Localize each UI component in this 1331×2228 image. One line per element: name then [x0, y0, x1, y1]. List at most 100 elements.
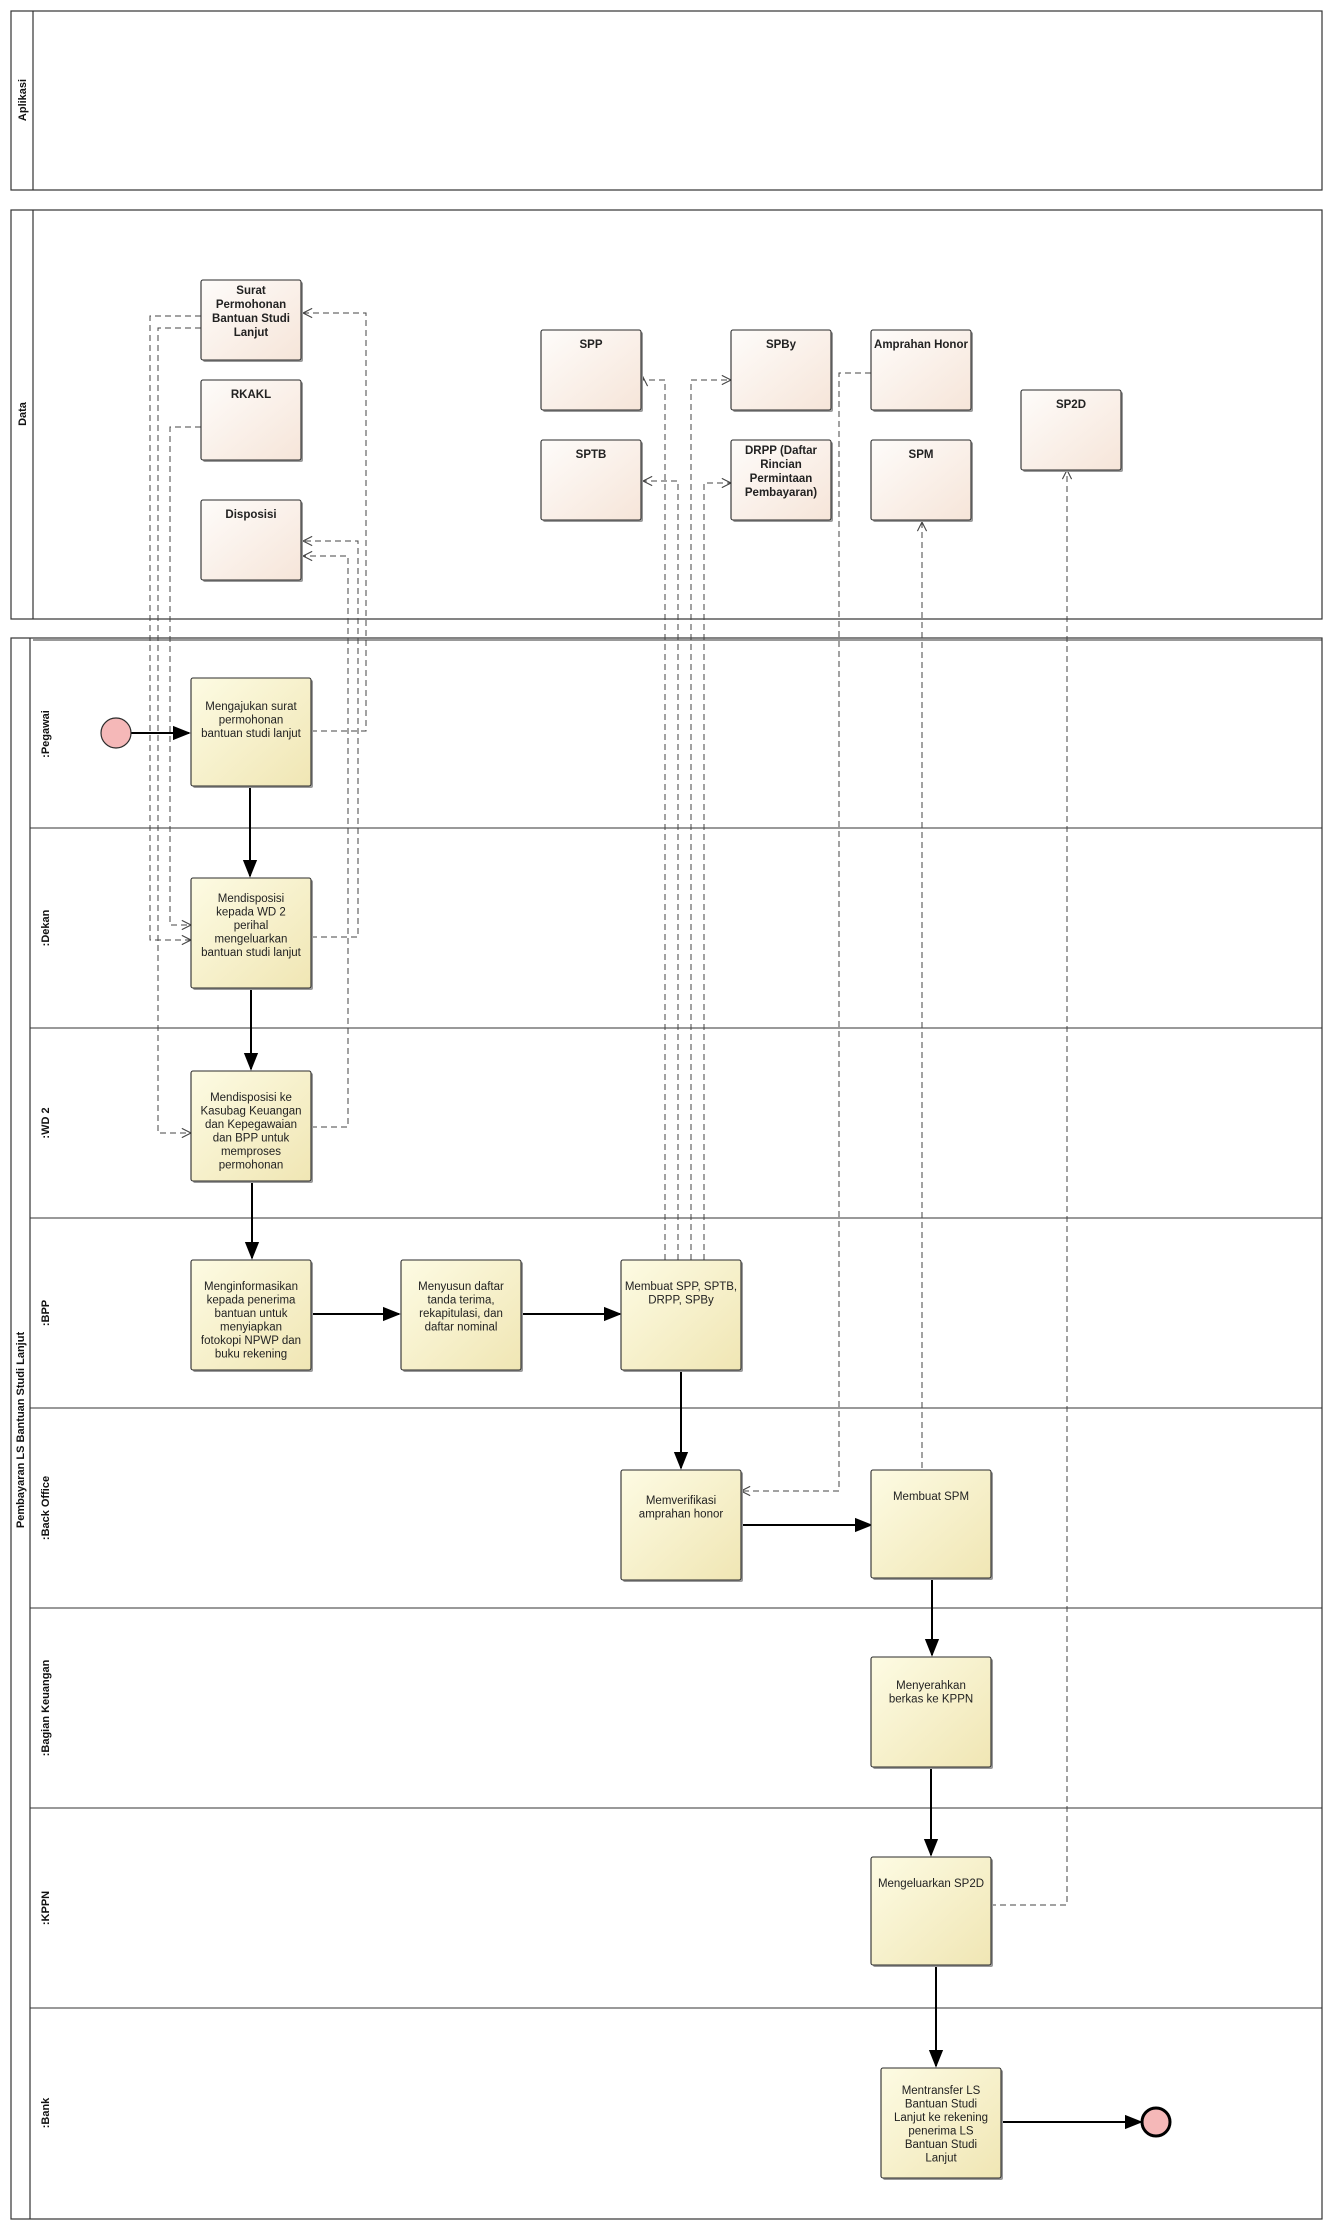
assoc-t6-to-drpp — [703, 483, 731, 1260]
task-t8: Membuat SPM — [870, 1469, 993, 1580]
box-shape — [870, 1856, 992, 1966]
box-label-line: Mendisposisi ke — [210, 1092, 292, 1104]
assoc-t2-to-disposisi — [303, 541, 359, 938]
data-object-spp: SPP — [540, 329, 643, 412]
start-event — [100, 717, 132, 749]
box-label-line: amprahan honor — [639, 1509, 724, 1521]
assoc-t3-to-disposisi — [303, 556, 349, 1128]
data-object-sptb: SPTB — [540, 439, 643, 522]
box-label-line: buku rekening — [215, 1349, 287, 1361]
box-label-line: Lanjut ke rekening — [894, 2112, 988, 2124]
box-label-line: memproses — [221, 1146, 281, 1158]
lane-label-bagian-keuangan: :Bagian Keuangan — [40, 1659, 52, 1756]
box-label-line: rekapitulasi, dan — [419, 1308, 503, 1320]
box-shape — [620, 1259, 742, 1371]
box-label-line: bantuan studi lanjut — [201, 728, 302, 740]
box-shape — [200, 499, 302, 581]
box-label-line: SP2D — [1056, 399, 1086, 411]
box-label-line: Membuat SPM — [893, 1491, 969, 1503]
box-label-line: berkas ke KPPN — [889, 1694, 973, 1706]
box-shape — [400, 1259, 522, 1371]
data-object-sp2d: SP2D — [1020, 389, 1123, 472]
lane-label-backoffice: :Back Office — [40, 1476, 52, 1540]
box-label-line: bantuan untuk — [215, 1308, 288, 1320]
lane-label-dekan: :Dekan — [40, 909, 52, 946]
box-label-line: Bantuan Studi — [905, 2099, 977, 2111]
lane-label-kppn: :KPPN — [40, 1891, 52, 1925]
box-label-line: tanda terima, — [427, 1295, 494, 1307]
box-shape — [200, 279, 302, 361]
pool-process: Pembayaran LS Bantuan Studi Lanjut — [10, 637, 1323, 2220]
box-shape — [880, 2067, 1002, 2179]
assoc-rkakl-to-t2 — [169, 426, 201, 925]
assoc-surat-to-t3 — [157, 327, 201, 1133]
box-shape — [730, 329, 832, 411]
box-label-line: Pembayaran) — [745, 487, 817, 499]
box-label-line: Mengajukan surat — [205, 701, 297, 713]
end-event — [1140, 2106, 1172, 2138]
box-label-line: Rincian — [760, 459, 802, 471]
box-label-line: Memverifikasi — [646, 1495, 716, 1507]
box-label-line: perihal — [234, 920, 269, 932]
box-label-line: bantuan studi lanjut — [201, 947, 302, 959]
box-shape — [620, 1469, 742, 1581]
box-label-line: dan BPP untuk — [213, 1133, 290, 1145]
box-label-line: SPP — [579, 339, 602, 351]
assoc-t1-to-surat — [303, 313, 367, 732]
box-label-line: daftar nominal — [425, 1322, 498, 1334]
box-label-line: Amprahan Honor — [874, 339, 968, 351]
box-label-line: permohonan — [219, 715, 284, 727]
box-shape — [730, 439, 832, 521]
box-shape — [190, 877, 312, 989]
data-object-disposisi: Disposisi — [200, 499, 303, 582]
box-label-line: DRPP (Daftar — [745, 445, 818, 457]
box-label-line: fotokopi NPWP dan — [201, 1335, 301, 1347]
box-label-line: Disposisi — [225, 509, 276, 521]
box-label-line: Membuat SPP, SPTB, — [625, 1281, 737, 1293]
box-shape — [190, 677, 312, 787]
box-shape — [870, 439, 972, 521]
box-label-line: Menyerahkan — [896, 1680, 966, 1692]
box-label-line: Mendisposisi — [218, 893, 284, 905]
associations — [149, 313, 1067, 1906]
assoc-t6-to-sptb — [643, 481, 679, 1260]
assoc-amprahan-to-t7 — [741, 372, 871, 1491]
assoc-surat-to-t2 — [149, 315, 201, 940]
box-label-line: penerima LS — [908, 2126, 974, 2138]
box-label-line: Permintaan — [750, 473, 813, 485]
box-shape — [540, 439, 642, 521]
box-shape — [870, 1469, 992, 1579]
assoc-t10-to-sp2d — [990, 470, 1067, 1906]
box-label-line: Mengeluarkan SP2D — [878, 1878, 984, 1890]
box-shape — [870, 329, 972, 411]
box-label-line: kepada penerima — [207, 1295, 296, 1307]
box-label-line: menyiapkan — [220, 1322, 282, 1334]
box-label-line: SPBy — [766, 339, 797, 351]
box-label-line: Bantuan Studi — [905, 2139, 977, 2151]
box-label-line: Lanjut — [234, 327, 269, 339]
box-label-line: kepada WD 2 — [216, 907, 286, 919]
task-t9: Menyerahkan berkas ke KPPN — [870, 1656, 993, 1769]
box-label-line: SPM — [909, 449, 934, 461]
box-shape — [200, 379, 302, 461]
box-label-line: Menginformasikan — [204, 1281, 298, 1293]
box-label-line: permohonan — [219, 1160, 284, 1172]
box-label-line: RKAKL — [231, 389, 271, 401]
lanes: :Pegawai :Dekan :WD 2 :BPP :Back Office … — [30, 710, 1322, 2128]
pool-label-process: Pembayaran LS Bantuan Studi Lanjut — [15, 1332, 27, 1529]
pool-label-data: Data — [17, 401, 29, 426]
box-shape — [540, 329, 642, 411]
task-t7: Memverifikasi amprahan honor — [620, 1469, 743, 1582]
box-label-line: Mentransfer LS — [902, 2085, 981, 2097]
pool-label-aplikasi: Aplikasi — [17, 79, 29, 121]
